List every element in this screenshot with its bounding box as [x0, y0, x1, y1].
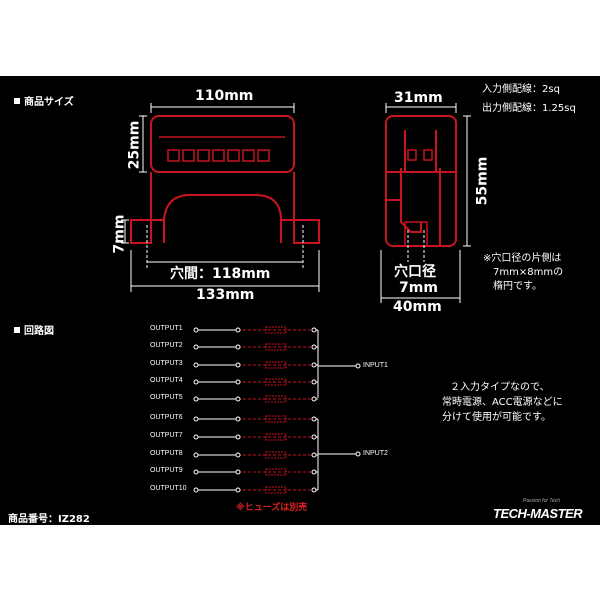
terminal	[193, 452, 199, 458]
fuse-slot	[265, 415, 287, 423]
output-label: OUTPUT10	[150, 485, 187, 492]
output-label: OUTPUT9	[150, 467, 183, 474]
terminal	[311, 344, 317, 350]
terminal	[193, 379, 199, 385]
product-code: 商品番号：IZ282	[8, 514, 90, 525]
dim-height-upper: 25mm	[126, 120, 143, 170]
terminal	[235, 416, 241, 422]
terminal	[193, 344, 199, 350]
fuse-slot	[265, 378, 287, 386]
terminal	[311, 452, 317, 458]
output-label: OUTPUT7	[150, 432, 183, 439]
input1-label: INPUT1	[363, 362, 388, 369]
front-lower-body	[130, 172, 320, 244]
output-label: OUTPUT6	[150, 414, 183, 421]
fuse-slot	[265, 486, 287, 494]
fuse-slot	[265, 395, 287, 403]
terminal	[235, 379, 241, 385]
fuse-slot	[265, 433, 287, 441]
dim-side-bottom: 40mm	[393, 299, 442, 315]
terminal	[235, 327, 241, 333]
output-label: OUTPUT5	[150, 394, 183, 401]
terminal	[193, 416, 199, 422]
hole-note: ※穴口径の片側は 7mm×8mmの 楕円です。	[483, 253, 564, 292]
dim-total-width: 133mm	[196, 287, 255, 303]
output-label: OUTPUT1	[150, 325, 183, 332]
terminal	[311, 434, 317, 440]
fuse-slot	[265, 468, 287, 476]
input1-terminal	[355, 363, 361, 369]
product-panel	[0, 76, 600, 525]
dim-top-width: 110mm	[195, 88, 254, 104]
terminal	[311, 362, 317, 368]
terminal	[235, 396, 241, 402]
terminal	[235, 487, 241, 493]
terminal	[311, 487, 317, 493]
input2-label: INPUT2	[363, 450, 388, 457]
terminal	[193, 362, 199, 368]
output-label: OUTPUT4	[150, 377, 183, 384]
front-upper-body	[150, 115, 295, 173]
terminal	[193, 327, 199, 333]
output-wire-spec: 出力側配線：1.25sq	[482, 103, 576, 114]
dim-hole-dia-value: 7mm	[399, 280, 438, 296]
terminal	[193, 396, 199, 402]
terminal	[235, 434, 241, 440]
dim-hole-dia-label: 穴口径	[394, 264, 436, 280]
fuse-slot	[265, 361, 287, 369]
size-section-title: 商品サイズ	[14, 93, 74, 108]
fuse-slot	[265, 343, 287, 351]
fuse-slot	[265, 451, 287, 459]
terminal	[235, 344, 241, 350]
terminal	[193, 434, 199, 440]
terminal	[235, 469, 241, 475]
terminal	[311, 469, 317, 475]
terminal	[193, 487, 199, 493]
terminal	[311, 416, 317, 422]
circuit-section-title: 回路図	[14, 322, 54, 337]
terminal	[193, 469, 199, 475]
input-wire-spec: 入力側配線：2sq	[482, 84, 560, 95]
dim-side-top: 31mm	[394, 90, 443, 106]
dim-side-height: 55mm	[474, 156, 491, 206]
output-label: OUTPUT8	[150, 450, 183, 457]
dim-hole-pitch: 穴間：118mm	[170, 266, 271, 282]
terminal	[311, 379, 317, 385]
description: ２入力タイプなので、 常時電源、ACC電源などに 分けて使用が可能です。	[442, 382, 563, 423]
terminal	[235, 452, 241, 458]
fuse-note: ※ヒューズは別売	[236, 503, 308, 513]
terminal	[235, 362, 241, 368]
terminal	[311, 396, 317, 402]
dim-height-lower: 7mm	[111, 214, 128, 254]
fuse-slot	[265, 326, 287, 334]
terminal	[311, 327, 317, 333]
output-label: OUTPUT3	[150, 360, 183, 367]
output-label: OUTPUT2	[150, 342, 183, 349]
front-arch	[163, 194, 282, 221]
input2-terminal	[355, 451, 361, 457]
